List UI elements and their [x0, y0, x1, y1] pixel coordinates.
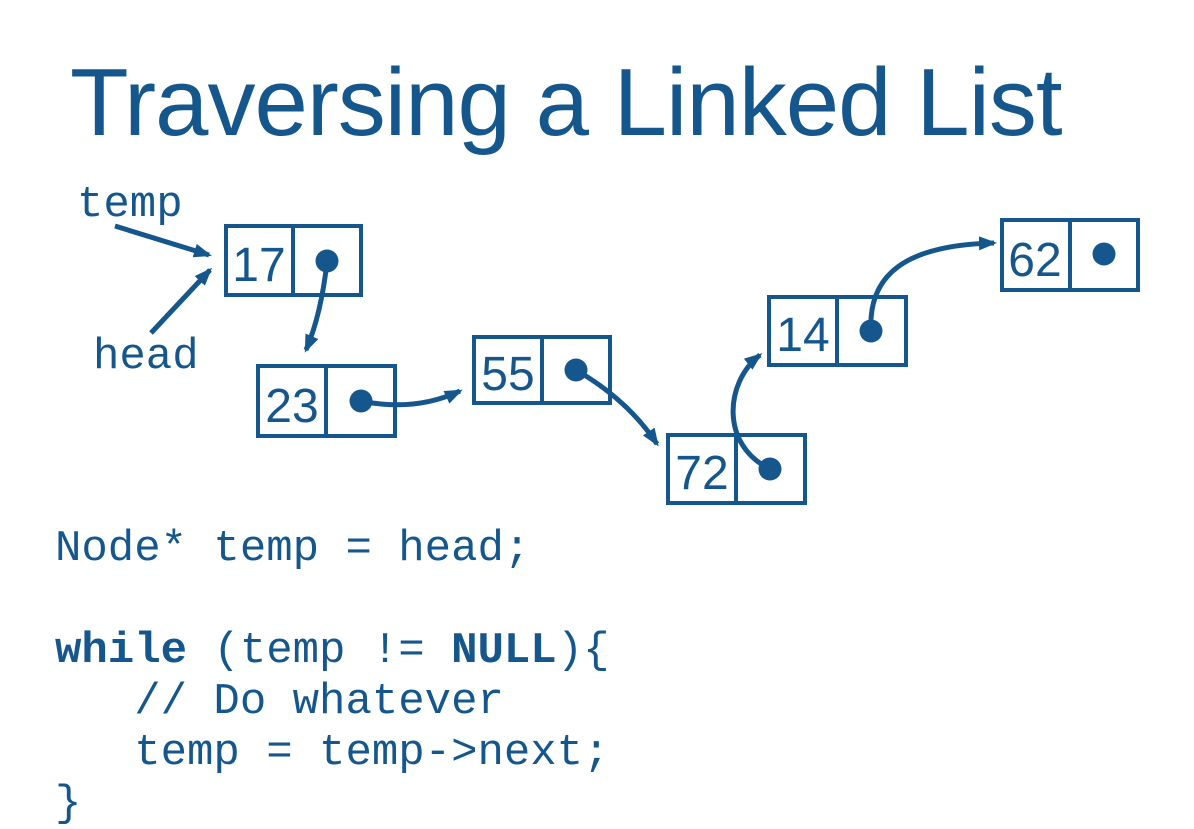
arrow-23-to-55 — [360, 388, 463, 408]
page-title: Traversing a Linked List — [70, 49, 1063, 156]
list-node: 72 — [666, 433, 807, 505]
node-value: 55 — [481, 348, 534, 401]
arrow-17-to-23 — [303, 261, 330, 353]
list-node: 62 — [1000, 218, 1140, 292]
code-block: Node* temp = head; while (temp != NULL){… — [55, 524, 610, 829]
code-close-brace: } — [55, 779, 82, 829]
node-value: 62 — [1008, 234, 1061, 287]
arrow-55-to-72 — [574, 367, 660, 447]
arrow-72-to-14 — [730, 353, 772, 472]
while-keyword: while — [55, 626, 188, 676]
node-value: 14 — [776, 309, 829, 362]
code-line-assign: temp = temp->next; — [55, 728, 610, 778]
list-node: 17 — [224, 224, 363, 297]
head-label: head — [93, 332, 199, 382]
arrow-14-to-62 — [868, 236, 997, 332]
list-node: 55 — [472, 335, 612, 405]
code-line-declaration: Node* temp = head; — [55, 524, 531, 574]
list-node: 23 — [256, 364, 397, 438]
while-condition: (temp != — [187, 626, 452, 676]
temp-pointer-arrow — [114, 223, 212, 258]
while-open-brace: ){ — [556, 626, 610, 676]
node-value: 17 — [232, 239, 285, 292]
node-pointer-dot — [315, 249, 339, 273]
null-keyword: NULL — [451, 626, 557, 676]
node-pointer-dot — [1092, 242, 1116, 266]
temp-label: temp — [77, 180, 183, 230]
node-value: 72 — [675, 447, 728, 500]
head-pointer-arrow — [149, 267, 213, 335]
node-value: 23 — [265, 380, 318, 433]
code-line-comment: // Do whatever — [55, 677, 504, 727]
list-node: 14 — [767, 295, 908, 367]
